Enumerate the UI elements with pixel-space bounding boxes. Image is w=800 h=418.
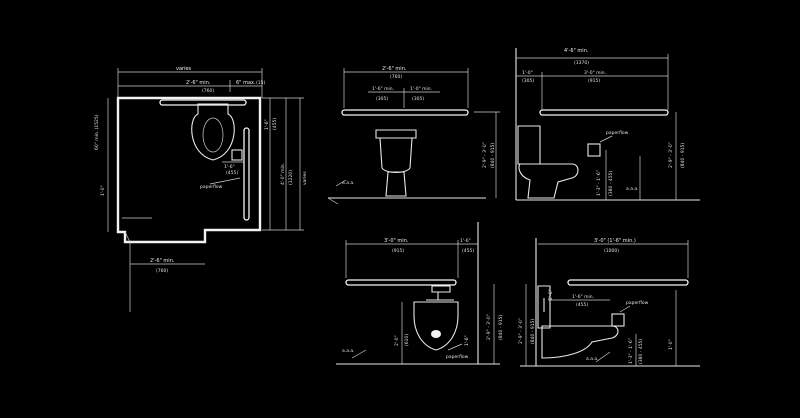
ebl-urinal-drain [431, 330, 441, 338]
plan-dim-right-2b: (1220) [288, 170, 294, 185]
plan-dim-left-label: 1'-0" [100, 185, 106, 196]
ebl-dim-top-b: (915) [392, 248, 404, 254]
ebl-dim-v2-label: 2'-0" [394, 335, 400, 346]
ebl-urinal [413, 301, 459, 351]
ebr-dim-v2: 2'-6" [548, 289, 554, 300]
plan-dim-right-2-label: 4'-0" min. [280, 163, 286, 185]
ebr-dim-top-b: (1000) [604, 248, 619, 254]
ebr-dim-v4-label: 1'-0" [668, 339, 674, 350]
etr-paper-dispenser [587, 143, 601, 157]
plan-dim-right-1b: (455) [272, 118, 278, 130]
ebl-floor-label: a.a.a. [342, 349, 355, 354]
ebl-dim-side-b: (455) [462, 248, 474, 254]
ebr-dim-v1-label: 2'-9" - 3'-0" [518, 318, 524, 344]
plan-dim-small-a: 1'-6" [224, 164, 235, 170]
etl-dim-sub-2b: (305) [412, 96, 424, 102]
etl-dim-top-label: 2'-6" min. [382, 66, 407, 72]
etr-grab-bar [539, 109, 669, 116]
plan-dim-top-2b: (760) [202, 88, 214, 94]
ebr-paper-dispenser [611, 313, 625, 327]
etr-dim-top-label: 4'-6" min. [564, 48, 589, 54]
etl-dim-top-b: (760) [390, 74, 402, 80]
ebl-flush-valve [426, 285, 454, 301]
etr-dim-sub-2: 3'-0" min. [584, 70, 606, 76]
etl-dim-right-b: (840 - 915) [490, 143, 496, 168]
etl-dim-right-label: 2'-9" - 3'-0" [482, 142, 488, 168]
plan-door-jamb [124, 231, 131, 243]
ebl-dim-v3: 1'-6" [464, 335, 470, 346]
floor-plan: varies 2'-6" min. 6" max. (15) (760) 60"… [94, 66, 308, 312]
ebr-dim-top-label: 3'-0" (1'-6" min.) [594, 238, 636, 244]
plan-leader [209, 177, 241, 185]
etl-dim-sub-1: 1'-6" min. [372, 86, 394, 92]
elevation-toilet-side: paperflow 4'-6" min. (1370) 1'-0" (305) … [515, 48, 700, 201]
etr-toilet [517, 125, 579, 199]
etr-dim-sub-2b: (915) [588, 78, 600, 84]
ebr-toilet [541, 325, 619, 359]
etr-floor-label: a.a.a. [626, 187, 639, 192]
etl-dim-sub-1b: (305) [376, 96, 388, 102]
plan-toilet [191, 103, 235, 161]
elevation-toilet-front: 2'-6" min. (760) 1'-6" min. (305) 1'-0" … [327, 66, 500, 205]
plan-grab-bar-side [243, 127, 250, 221]
etl-grab-bar [341, 109, 469, 116]
plan-dim-top-3: 6" max. [236, 80, 256, 86]
plan-grab-bar-rear [159, 99, 247, 106]
elevation-urinal: 3'-0" min. (915) 1'-6" (455) 2'-9" - 3'-… [336, 222, 504, 365]
plan-dim-bottom-b: (760) [156, 268, 168, 274]
ebr-flush-valve [537, 285, 551, 329]
ebl-dim-side: 1'-6" [460, 238, 471, 244]
plan-paper-dispenser [231, 149, 243, 161]
plan-dim-small-b: (455) [226, 170, 238, 176]
etr-dim-sub-1: 1'-0" [522, 70, 533, 76]
ebl-dim-v1-label: 2'-9" - 3'-0" [486, 314, 492, 340]
etr-dim-v2-label: 2'-9" - 3'-0" [668, 142, 674, 168]
plan-walls [116, 96, 262, 244]
etl-toilet [375, 129, 417, 197]
etl-dim-sub-2: 1'-0" min. [410, 86, 432, 92]
ebl-paper-label: paperflow [446, 354, 469, 360]
ebr-dim-v1b: (840 - 915) [530, 319, 536, 344]
etr-dim-v2b: (840 - 915) [680, 143, 686, 168]
ebr-dim-v3-label: 1'-3" - 1'-6" [628, 338, 634, 364]
etr-dim-sub-1b: (305) [522, 78, 534, 84]
ebr-dim-v3b: (380 - 455) [638, 339, 644, 364]
plan-dim-right-3-label: varies [302, 171, 308, 185]
etr-dim-v1b: (380 - 455) [608, 171, 614, 196]
plan-dim-top-2: 2'-6" min. [186, 80, 211, 86]
ebl-dim-v1b: (840 - 915) [498, 315, 504, 340]
etr-dim-top-b: (1370) [574, 60, 589, 66]
plan-side-note: 60" min. (1525) [94, 114, 100, 150]
etr-paper-label: paperflow [606, 130, 629, 136]
etr-dim-v1-label: 1'-3" - 1'-6" [596, 170, 602, 196]
plan-dim-right-1-label: 1'-6" [264, 119, 270, 130]
etl-floor-label: a.a.a. [342, 181, 355, 186]
ebl-grab-bar [345, 279, 457, 286]
ebr-paper-label: paperflow [626, 300, 649, 306]
ebr-grab-bar [567, 279, 689, 286]
plan-toilet-seat [202, 117, 224, 153]
plan-dim-bottom: 2'-6" min. [150, 258, 175, 264]
ebr-dim-sub-label: 1'-6" min. [572, 294, 594, 300]
ebl-dim-v2b: (610) [404, 334, 410, 346]
ebr-dim-sub-b: (455) [576, 302, 588, 308]
plan-dim-top-1: varies [176, 66, 192, 72]
ebr-floor-label: a.a.a. [586, 357, 599, 362]
elevation-wall-hung-toilet: paperflow 3'-0" (1'-6" min.) (1000) 1'-6… [518, 238, 700, 367]
ebl-dim-top-label: 3'-0" min. [384, 238, 409, 244]
plan-dim-top-3b: (15) [256, 80, 265, 86]
plan-paper-label: paperflow [200, 184, 223, 190]
